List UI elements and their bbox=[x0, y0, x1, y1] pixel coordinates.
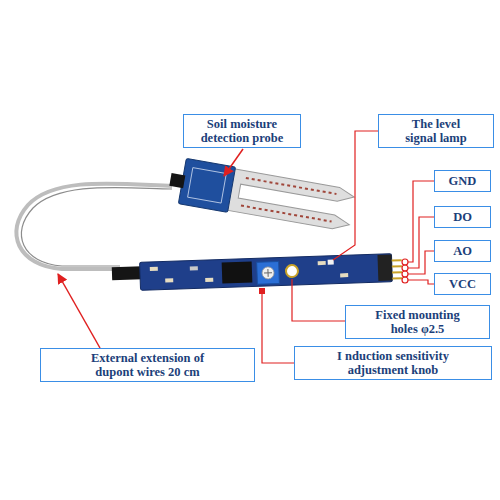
header-pin bbox=[392, 277, 402, 279]
callout-label: AO bbox=[453, 244, 472, 258]
callout-label: Soil moisture detection probe bbox=[186, 117, 298, 146]
smd-part bbox=[318, 261, 326, 265]
mounting-hole bbox=[286, 265, 298, 277]
knob-marker bbox=[259, 288, 265, 294]
leader-arrow bbox=[58, 274, 100, 348]
callout-label: External extension of dupont wires 20 cm bbox=[77, 351, 218, 380]
leader-line bbox=[292, 279, 345, 321]
leader-line bbox=[408, 181, 434, 262]
smd-part bbox=[340, 273, 348, 277]
smd-part bbox=[150, 267, 158, 271]
probe-trace bbox=[246, 178, 337, 194]
callout-box: VCC bbox=[434, 273, 491, 295]
leader-line bbox=[408, 280, 434, 284]
signal-led bbox=[328, 260, 334, 265]
potentiometer bbox=[257, 262, 280, 285]
callout-label: I nduction sensitivity adjustment knob bbox=[322, 349, 464, 378]
smd-part bbox=[205, 278, 213, 282]
probe-fork bbox=[221, 168, 355, 232]
module-connector bbox=[112, 266, 142, 280]
pin-header bbox=[377, 255, 392, 281]
callout-box: Soil moisture detection probe bbox=[183, 114, 301, 148]
probe-board bbox=[178, 158, 235, 212]
callout-label: DO bbox=[453, 210, 472, 224]
callout-box: Fixed mounting holes φ2.5 bbox=[345, 305, 490, 339]
callout-label: VCC bbox=[449, 277, 476, 291]
probe-silkscreen bbox=[188, 168, 227, 203]
callout-box: I nduction sensitivity adjustment knob bbox=[294, 346, 492, 380]
leader-line bbox=[333, 131, 378, 260]
callout-box: AO bbox=[434, 240, 491, 262]
dupont-wire bbox=[21, 187, 172, 266]
potentiometer-screw bbox=[262, 267, 274, 279]
callout-label: The level signal lamp bbox=[398, 117, 474, 146]
callout-box: External extension of dupont wires 20 cm bbox=[40, 348, 255, 382]
callout-label: GND bbox=[449, 174, 477, 188]
probe-trace bbox=[241, 206, 332, 222]
module-board bbox=[140, 254, 393, 291]
smd-part bbox=[165, 278, 173, 282]
callout-label: Fixed mounting holes φ2.5 bbox=[367, 308, 468, 337]
leader-line bbox=[408, 251, 434, 274]
leader-line bbox=[408, 217, 434, 268]
callout-box: DO bbox=[434, 206, 491, 228]
callout-box: GND bbox=[434, 170, 491, 192]
dupont-wire bbox=[16, 183, 172, 269]
smd-part bbox=[190, 266, 198, 270]
leader-arrow bbox=[224, 149, 243, 176]
comparator-chip bbox=[222, 261, 253, 283]
header-pin bbox=[392, 265, 402, 267]
pin-marker bbox=[402, 271, 408, 277]
callout-box: The level signal lamp bbox=[378, 114, 494, 148]
pin-marker bbox=[402, 277, 408, 283]
pin-marker bbox=[402, 265, 408, 271]
screw-slot bbox=[267, 269, 268, 277]
header-pin bbox=[392, 271, 402, 273]
header-pin bbox=[392, 259, 402, 261]
pin-marker bbox=[402, 259, 408, 265]
probe-connector bbox=[169, 173, 185, 188]
leader-line bbox=[262, 294, 294, 363]
